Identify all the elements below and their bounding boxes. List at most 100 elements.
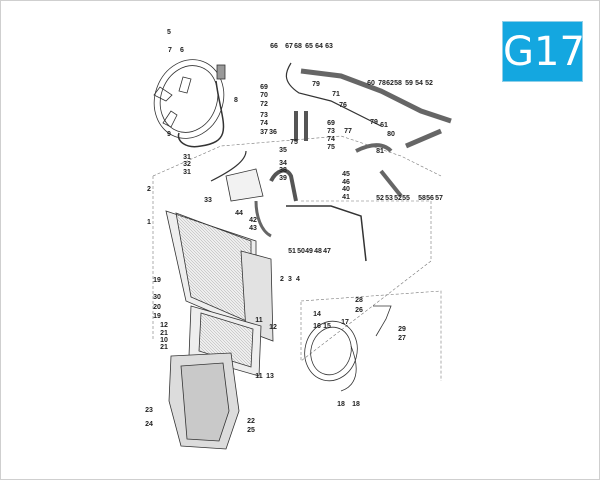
part-number-label: 74 xyxy=(260,120,268,127)
radiator xyxy=(165,210,274,342)
part-number-label: 7 xyxy=(168,47,172,54)
part-number-label: 26 xyxy=(355,307,363,314)
part-number-label: 76 xyxy=(339,102,347,109)
part-number-label: 3 xyxy=(288,276,292,283)
part-number-label: 51 xyxy=(288,248,296,255)
part-number-label: 60 xyxy=(367,80,375,87)
part-number-label: 12 xyxy=(160,322,168,329)
part-number-label: 69 xyxy=(260,84,268,91)
part-number-label: 22 xyxy=(247,418,255,425)
part-number-label: 27 xyxy=(398,335,406,342)
part-number-label: 37 xyxy=(260,129,268,136)
part-number-label: 5 xyxy=(167,29,171,36)
part-number-label: 63 xyxy=(325,43,333,50)
part-number-label: 50 xyxy=(297,248,305,255)
part-number-label: 17 xyxy=(341,319,349,326)
part-number-label: 23 xyxy=(145,407,153,414)
hoses xyxy=(210,62,452,262)
part-number-label: 52 xyxy=(376,195,384,202)
part-number-label: 57 xyxy=(435,195,443,202)
part-number-label: 47 xyxy=(323,248,331,255)
part-number-label: 15 xyxy=(323,323,331,330)
part-number-label: 54 xyxy=(415,80,423,87)
part-number-label: 13 xyxy=(266,373,274,380)
part-number-label: 40 xyxy=(342,186,350,193)
part-number-label: 61 xyxy=(380,122,388,129)
part-number-label: 56 xyxy=(426,195,434,202)
expansion-tank xyxy=(225,168,264,202)
part-number-label: 48 xyxy=(314,248,322,255)
part-number-label: 16 xyxy=(313,323,321,330)
part-number-label: 21 xyxy=(160,344,168,351)
part-number-label: 21 xyxy=(160,330,168,337)
part-number-label: 58 xyxy=(394,80,402,87)
part-number-label: 66 xyxy=(270,43,278,50)
part-number-label: 58 xyxy=(418,195,426,202)
part-number-label: 75 xyxy=(290,139,298,146)
part-number-label: 69 xyxy=(327,120,335,127)
part-number-label: 74 xyxy=(327,136,335,143)
part-number-label: 38 xyxy=(279,167,287,174)
lower-fan-assembly xyxy=(304,320,358,392)
part-number-label: 55 xyxy=(402,195,410,202)
part-number-label: 36 xyxy=(269,129,277,136)
part-number-label: 11 xyxy=(255,317,263,324)
part-number-label: 52 xyxy=(425,80,433,87)
part-number-label: 8 xyxy=(234,97,238,104)
part-number-label: 10 xyxy=(160,337,168,344)
part-number-label: 81 xyxy=(376,148,384,155)
part-number-label: 28 xyxy=(355,297,363,304)
part-number-label: 1 xyxy=(147,219,151,226)
part-number-label: 19 xyxy=(153,313,161,320)
bracket xyxy=(373,305,392,337)
part-number-label: 45 xyxy=(342,171,350,178)
part-number-label: 31 xyxy=(183,169,191,176)
part-number-label: 65 xyxy=(305,43,313,50)
part-number-label: 73 xyxy=(260,112,268,119)
part-number-label: 41 xyxy=(342,194,350,201)
part-number-label: 52 xyxy=(394,195,402,202)
part-number-label: 79 xyxy=(370,119,378,126)
part-number-label: 25 xyxy=(247,427,255,434)
lower-cover xyxy=(168,352,240,450)
part-number-label: 46 xyxy=(342,179,350,186)
part-number-label: 18 xyxy=(337,401,345,408)
part-number-label: 30 xyxy=(153,294,161,301)
part-number-label: 64 xyxy=(315,43,323,50)
part-number-label: 75 xyxy=(327,144,335,151)
part-number-label: 12 xyxy=(269,324,277,331)
part-number-label: 73 xyxy=(327,128,335,135)
part-number-label: 35 xyxy=(279,147,287,154)
part-number-label: 67 xyxy=(285,43,293,50)
part-number-label: 53 xyxy=(385,195,393,202)
part-number-label: 44 xyxy=(235,210,243,217)
guide-lines xyxy=(152,135,442,381)
part-number-label: 80 xyxy=(387,131,395,138)
part-number-label: 70 xyxy=(260,92,268,99)
part-number-label: 71 xyxy=(332,91,340,98)
part-number-label: 18 xyxy=(352,401,360,408)
part-number-label: 49 xyxy=(305,248,313,255)
part-number-label: 42 xyxy=(249,217,257,224)
part-number-label: 34 xyxy=(279,160,287,167)
part-number-label: 19 xyxy=(153,277,161,284)
part-number-label: 39 xyxy=(279,175,287,182)
part-number-label: 72 xyxy=(260,101,268,108)
upper-fan-assembly xyxy=(153,59,226,148)
part-number-label: 79 xyxy=(312,81,320,88)
part-number-label: 6 xyxy=(180,47,184,54)
part-number-label: 2 xyxy=(147,186,151,193)
part-number-label: 29 xyxy=(398,326,406,333)
diagram-id-badge: G17 xyxy=(502,21,585,82)
part-number-label: 31 xyxy=(183,154,191,161)
part-number-label: 32 xyxy=(183,161,191,168)
part-number-label: 77 xyxy=(344,128,352,135)
part-number-label: 33 xyxy=(204,197,212,204)
part-number-label: 11 xyxy=(255,373,263,380)
part-number-label: 2 xyxy=(280,276,284,283)
part-number-label: 62 xyxy=(386,80,394,87)
part-number-label: 14 xyxy=(313,311,321,318)
part-number-label: 4 xyxy=(296,276,300,283)
part-number-label: 59 xyxy=(405,80,413,87)
